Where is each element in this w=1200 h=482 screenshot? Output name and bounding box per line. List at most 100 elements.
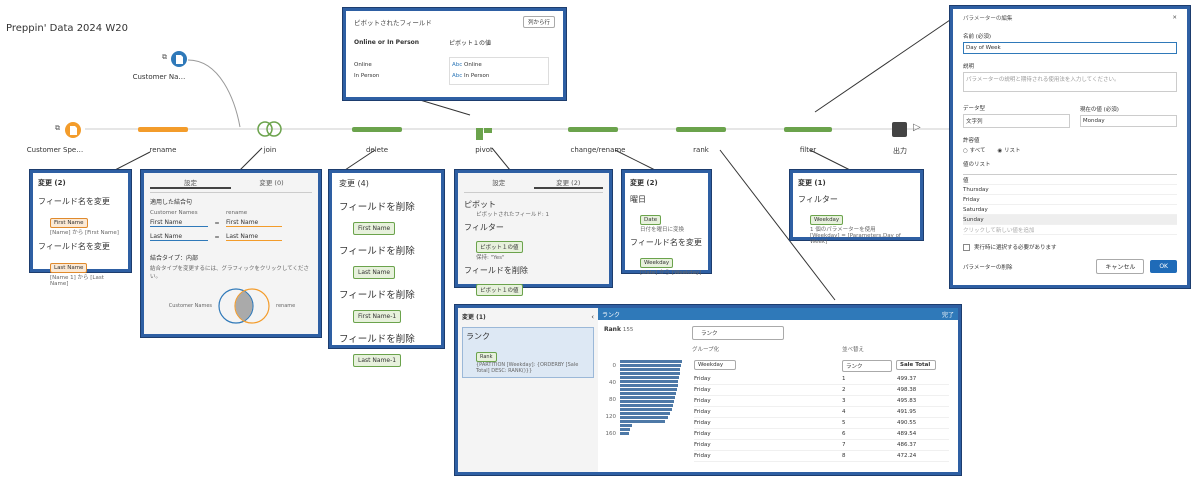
pivot-right-row: Online: [464, 62, 482, 68]
join-label: join: [263, 146, 277, 154]
chevron-left-icon[interactable]: ‹: [591, 312, 594, 321]
clause-op: =: [214, 233, 220, 241]
clause-right[interactable]: Last Name: [226, 233, 282, 241]
play-icon[interactable]: ▷: [913, 122, 921, 133]
edit-icon: ⧉: [162, 53, 167, 61]
require-checkbox[interactable]: [963, 243, 970, 251]
filter-step[interactable]: [784, 127, 832, 132]
param-desc-input[interactable]: パラメーターの説明と期待される使用法を入力してください。: [963, 72, 1177, 92]
group-field-select[interactable]: Weekday: [694, 360, 736, 370]
tab-settings[interactable]: 設定: [150, 177, 231, 189]
close-icon[interactable]: ✕: [1172, 15, 1177, 21]
pivot-change-desc: 保持: "Yes": [476, 255, 505, 261]
current-value-select[interactable]: Monday: [1079, 115, 1177, 127]
input-customer-spend-node[interactable]: [65, 122, 81, 138]
histogram-bar[interactable]: [620, 372, 680, 375]
histogram-bar[interactable]: [620, 404, 673, 407]
sort-field2-select[interactable]: Sale Total: [896, 360, 936, 370]
pivot-panel-title: ピボットされたフィールド: [354, 19, 432, 27]
rename-step[interactable]: [138, 127, 188, 132]
histogram-bar[interactable]: [620, 388, 677, 391]
delete-item-title: フィールドを削除: [339, 202, 415, 213]
cell-rank: 7: [842, 442, 846, 448]
cell-sale: 491.95: [897, 409, 917, 415]
done-button[interactable]: 完了: [941, 312, 954, 319]
param-dialog-title: パラメーターの編集: [963, 16, 1013, 22]
clause-right[interactable]: First Name: [226, 219, 282, 227]
histogram-bar[interactable]: [620, 360, 682, 363]
current-value-label: 現在の値 (必須): [1079, 107, 1119, 113]
join-icon[interactable]: [256, 120, 284, 138]
value-list-item[interactable]: Thursday: [963, 185, 1177, 195]
cell-sale: 490.55: [897, 420, 917, 426]
input-customer-name-node[interactable]: [171, 51, 187, 67]
delete-step[interactable]: [352, 127, 402, 132]
venn-left-label: Customer Names: [168, 303, 212, 309]
rank-editor-header: ランク 完了: [598, 308, 958, 320]
pivot-change-title: フィルター: [464, 223, 504, 232]
ok-button[interactable]: OK: [1150, 260, 1177, 273]
pivot-icon[interactable]: [476, 128, 492, 140]
clause-left[interactable]: First Name: [150, 219, 208, 227]
histogram-bar[interactable]: [620, 428, 630, 431]
delete-changes-panel: 変更 (4) フィールドを削除 First Name フィールドを削除 Last…: [329, 170, 444, 367]
cell-sale: 495.83: [897, 398, 917, 404]
rank-histogram[interactable]: [620, 360, 690, 440]
histogram-bar[interactable]: [620, 376, 679, 379]
clause-left[interactable]: Last Name: [150, 233, 208, 241]
radio-all[interactable]: ○ すべて: [963, 148, 986, 154]
tab-settings[interactable]: 設定: [492, 179, 506, 187]
cancel-button[interactable]: キャンセル: [1096, 259, 1145, 274]
venn-diagram[interactable]: [212, 286, 276, 326]
tab-changes[interactable]: 変更 (0): [259, 179, 284, 187]
filter-desc1: 1 個のパラメーターを使用: [810, 227, 876, 233]
histogram-bar[interactable]: [620, 420, 665, 423]
histogram-bar[interactable]: [620, 364, 681, 367]
abc-icon: Abc: [452, 73, 463, 79]
histogram-bar[interactable]: [620, 416, 668, 419]
histogram-bar[interactable]: [620, 400, 674, 403]
value-list-item[interactable]: Friday: [963, 195, 1177, 205]
pivot-col1-header: Online or In Person: [354, 39, 420, 46]
value-list-add[interactable]: クリックして新しい値を追加: [963, 225, 1177, 235]
value-list-item[interactable]: Saturday: [963, 205, 1177, 215]
histogram-bar[interactable]: [620, 368, 680, 371]
tab-changes[interactable]: 変更 (2): [533, 177, 603, 189]
histogram-bar[interactable]: [620, 384, 678, 387]
histogram-bar[interactable]: [620, 432, 629, 435]
rank-change-item[interactable]: ランク Rank {PARTITION [Weekday]: {ORDERBY …: [462, 327, 594, 378]
histogram-bar[interactable]: [620, 392, 676, 395]
histogram-bar[interactable]: [620, 424, 632, 427]
rank-step[interactable]: [676, 127, 726, 132]
param-name-input[interactable]: Day of Week: [963, 42, 1177, 54]
rename-changes-panel: 変更 (2) フィールド名を変更 First Name [Name] から [F…: [30, 170, 131, 287]
rank-type-dropdown[interactable]: ランク: [692, 326, 784, 340]
histogram-bar[interactable]: [620, 396, 675, 399]
y-tick: 160: [605, 431, 617, 437]
value-list: 値 Thursday Friday Saturday Sunday クリックして…: [963, 174, 1177, 235]
histogram-bar[interactable]: [620, 380, 678, 383]
datatype-select[interactable]: 文字列: [963, 114, 1070, 128]
field-tag: First Name-1: [353, 310, 402, 323]
histogram-bar[interactable]: [620, 408, 672, 411]
cell-sale: 486.37: [897, 442, 917, 448]
y-tick: 40: [609, 380, 616, 386]
value-list-item[interactable]: Sunday: [963, 215, 1177, 225]
histogram-bar[interactable]: [620, 412, 670, 415]
change-rename-step[interactable]: [568, 127, 618, 132]
pivot-direction-dropdown[interactable]: 列から行: [522, 16, 555, 28]
output-node[interactable]: [892, 122, 907, 137]
radio-list[interactable]: ◉ リスト: [997, 148, 1021, 154]
change-header: 変更 (2): [630, 179, 658, 187]
sort-field-select[interactable]: ランク: [842, 360, 892, 372]
datatype-label: データ型: [963, 106, 986, 112]
delete-parameter-link[interactable]: パラメーターの削除: [963, 264, 1013, 271]
